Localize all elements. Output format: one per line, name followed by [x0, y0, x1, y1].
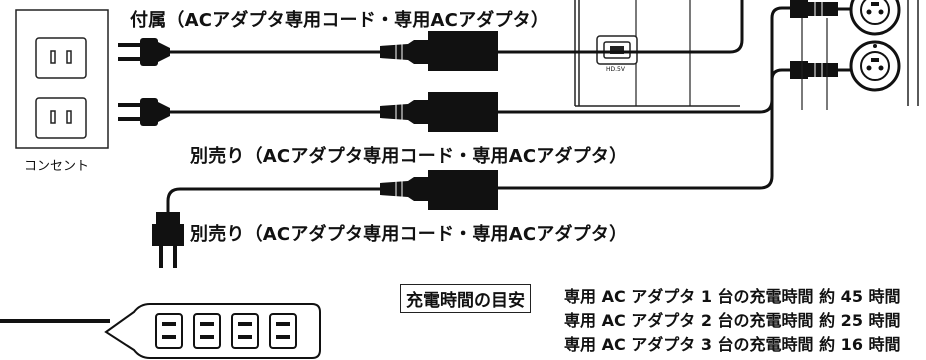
charge-time-line-3: 専用 AC アダプタ 3 台の充電時間 約 16 時間: [564, 335, 901, 354]
label-sold-separately-2: 別売り（ACアダプタ専用コード・専用ACアダプタ）: [190, 224, 628, 245]
power-plug-2: [118, 98, 170, 126]
dc-plug-middle: [790, 61, 850, 79]
charge-time-line-2: 専用 AC アダプタ 2 台の充電時間 約 25 時間: [564, 311, 901, 330]
adapter-inlet-1: [380, 40, 428, 64]
strip-socket-3: [231, 313, 259, 349]
label-bundled: 付属（ACアダプタ専用コード・専用ACアダプタ）: [130, 10, 550, 31]
ac-adapter-2: [428, 92, 498, 132]
strip-socket-2: [193, 313, 221, 349]
adapter-inlet-3: [380, 177, 428, 201]
label-outlet: コンセント: [24, 159, 90, 174]
label-sold-separately-1: 別売り（ACアダプタ専用コード・専用ACアダプタ）: [190, 146, 628, 167]
power-plug-3: [152, 212, 184, 268]
ac-adapter-1: [428, 31, 498, 71]
adapter-inlet-2: [380, 100, 428, 124]
power-strip: [0, 303, 321, 359]
power-plug-1: [118, 38, 170, 66]
wall-outlet: [15, 9, 109, 149]
label-port: HD.5V: [606, 66, 625, 73]
strip-socket-1: [155, 313, 183, 349]
dc-jack-top: [849, 0, 901, 36]
dc-plug-top: [790, 0, 850, 18]
dc-jack-middle: [849, 40, 901, 92]
charge-time-line-1: 専用 AC アダプタ 1 台の充電時間 約 45 時間: [564, 287, 901, 306]
ac-adapter-3: [428, 170, 498, 210]
device-body: [574, 0, 740, 107]
strip-socket-4: [269, 313, 297, 349]
charge-time-title: 充電時間の目安: [400, 284, 531, 313]
